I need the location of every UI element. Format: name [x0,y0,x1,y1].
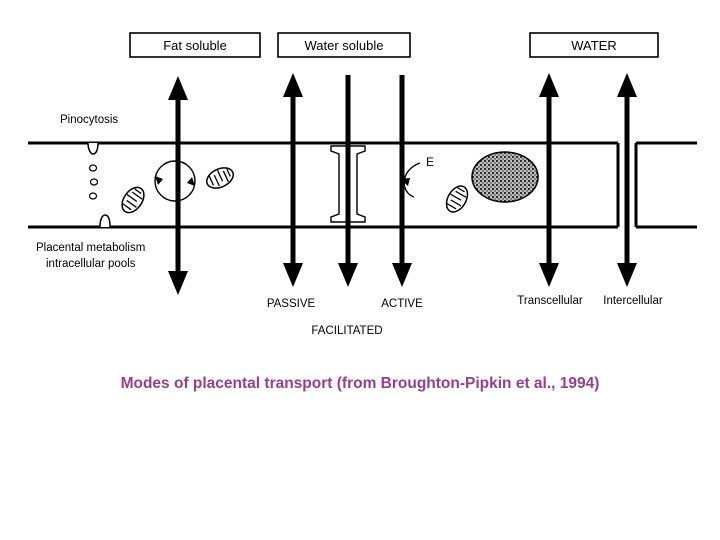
water-label: WATER [571,38,617,53]
transcellular-arrow [539,73,559,287]
water-soluble-box: Water soluble [277,32,411,58]
metabolism-cycle-arrow [154,160,196,202]
nucleus [471,151,539,203]
metabolism-label-line2: intracellular pools [46,258,136,270]
pinocytosis-label: Pinocytosis [60,114,118,126]
membrane-layer [28,141,697,229]
facilitated-arrow [338,75,358,287]
mitochondrion-2 [206,167,234,189]
passive-arrow [283,73,303,287]
active-arrow [392,75,412,287]
water-box: WATER [529,32,659,58]
metabolism-label-line1: Placental metabolism [36,242,145,254]
intercellular-arrow [617,73,637,287]
fat-soluble-label: Fat soluble [163,38,227,53]
mitochondrion-3 [445,185,469,213]
facilitated-label: FACILITATED [311,325,382,337]
active-label: ACTIVE [381,298,423,310]
intercellular-label: Intercellular [603,295,663,307]
passive-label: PASSIVE [267,298,316,310]
transcellular-label: Transcellular [517,295,583,307]
placental-transport-diagram: Fat soluble Water soluble WATER [28,32,697,337]
fat-soluble-arrow [168,76,188,295]
mitochondrion-1 [121,186,145,214]
water-soluble-label: Water soluble [305,38,384,53]
figure-caption: Modes of placental transport (from Broug… [120,375,600,392]
energy-label: E [426,155,434,169]
fat-soluble-box: Fat soluble [129,32,261,58]
pinocytosis-vesicles [87,142,111,228]
